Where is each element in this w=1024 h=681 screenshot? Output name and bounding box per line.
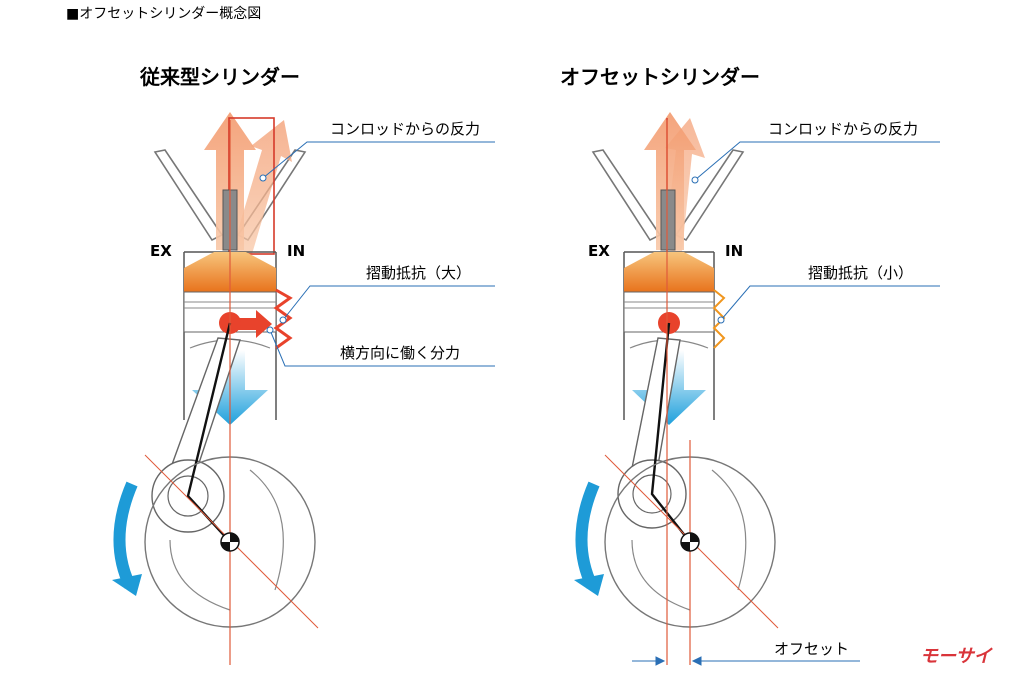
- right-leader-lines: [691, 141, 940, 324]
- conventional-cylinder: 従来型シリンダー: [112, 65, 495, 665]
- right-rotation-arrow: [574, 481, 604, 596]
- right-in-label: IN: [725, 242, 743, 260]
- right-crankshaft: [604, 120, 779, 665]
- offset-title: オフセットシリンダー: [560, 65, 760, 89]
- left-ex-label: EX: [150, 242, 172, 260]
- figure-caption: ■オフセットシリンダー概念図: [66, 5, 261, 22]
- left-crankshaft: [144, 120, 319, 665]
- mosai-logo: モーサイ: [920, 646, 994, 667]
- left-friction-zigzag: [273, 288, 293, 350]
- right-ex-label: EX: [588, 242, 610, 260]
- left-reaction-force-label: コンロッドからの反力: [330, 120, 480, 138]
- offset-dimension: [632, 656, 860, 666]
- offset-label: オフセット: [774, 640, 849, 658]
- left-side-force-arrow: [236, 310, 272, 338]
- offset-cylinder: オフセットシリンダー: [560, 65, 940, 666]
- left-leader-lines: [259, 141, 495, 367]
- conventional-title: 従来型シリンダー: [139, 65, 300, 89]
- right-friction-zigzag: [712, 289, 726, 349]
- right-spark-plug: [660, 189, 676, 251]
- left-friction-label: 摺動抵抗（大）: [366, 264, 471, 282]
- left-reaction-arrows: [204, 112, 292, 255]
- left-side-force-label: 横方向に働く分力: [340, 344, 460, 362]
- left-con-rod: [151, 322, 241, 543]
- right-reaction-force-label: コンロッドからの反力: [768, 120, 918, 138]
- right-friction-label: 摺動抵抗（小）: [808, 264, 913, 282]
- left-in-label: IN: [287, 242, 305, 260]
- left-rotation-arrow: [112, 481, 142, 596]
